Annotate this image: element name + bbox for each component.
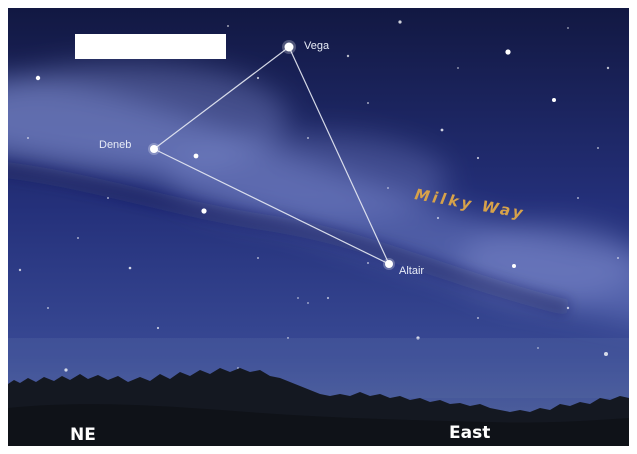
star-altair: Altair	[383, 258, 424, 277]
line-deneb-altair	[153, 148, 390, 265]
milky-way-band	[8, 63, 629, 322]
star-vega: Vega	[282, 40, 330, 54]
direction-label-ne: NE	[70, 425, 96, 445]
line-vega-deneb	[153, 46, 290, 150]
background-stars	[18, 20, 619, 372]
star-deneb: Deneb	[99, 139, 160, 155]
star-label-vega: Vega	[304, 40, 330, 52]
direction-label-east: East	[449, 423, 490, 443]
sky-illustration: Vega Deneb Altair Milky Way NE East	[8, 8, 629, 446]
star-chart: Vega Deneb Altair Milky Way NE East	[8, 8, 629, 446]
caption-box	[75, 34, 226, 59]
line-vega-altair	[288, 46, 390, 265]
star-label-deneb: Deneb	[99, 139, 131, 151]
star-label-altair: Altair	[399, 265, 424, 277]
treeline-silhouette	[8, 368, 629, 446]
summer-triangle-lines	[153, 46, 390, 265]
milky-way-dust	[8, 162, 570, 316]
